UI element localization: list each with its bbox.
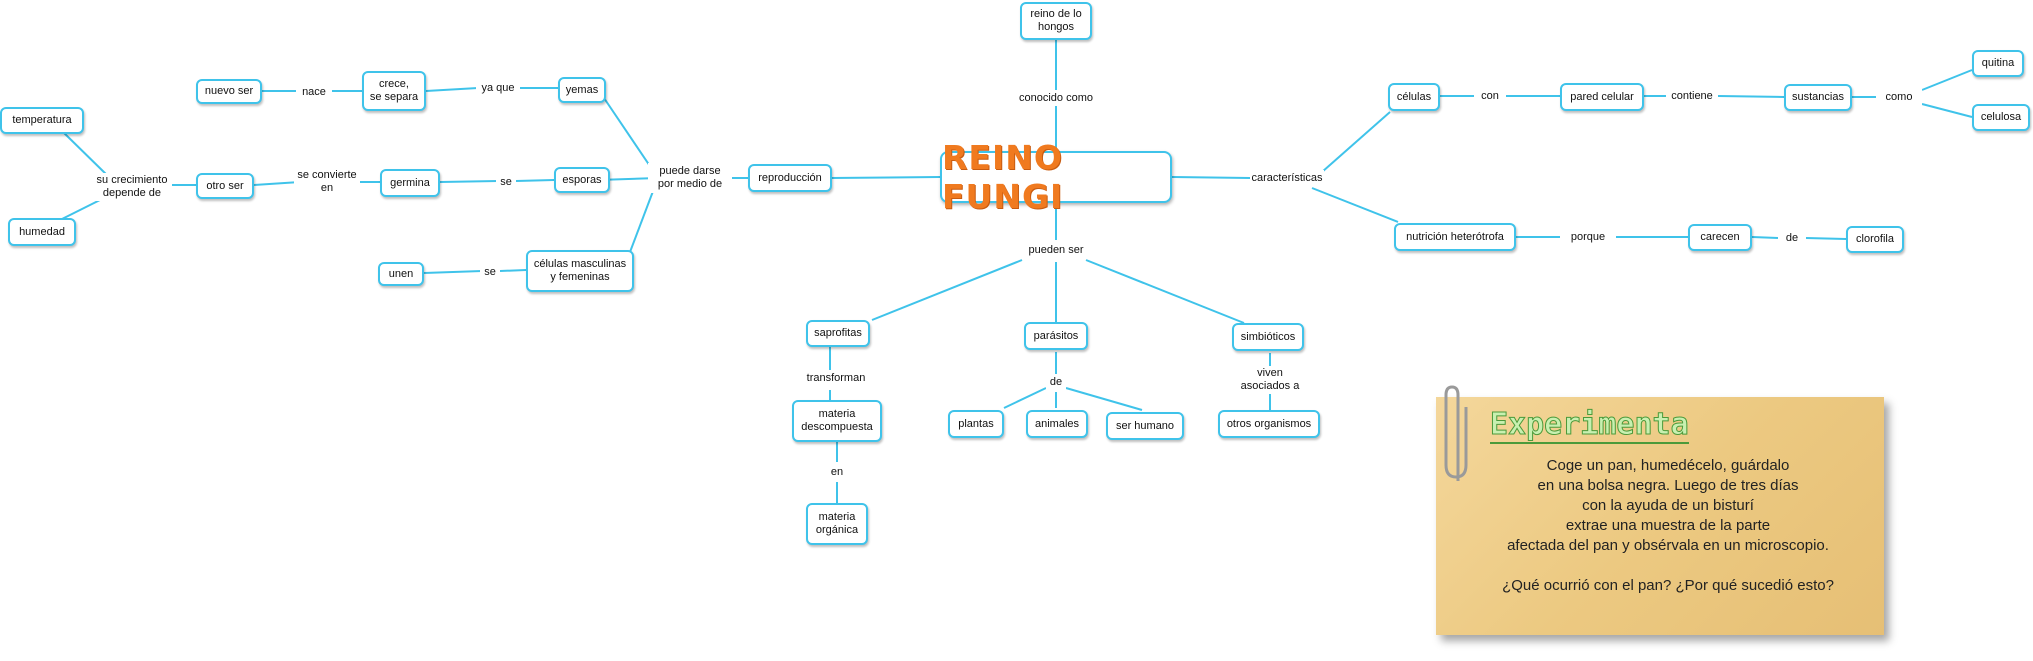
note-body: Coge un pan, humedécelo, guárdalo en una… [1476, 456, 1860, 596]
node-celulas-masculinas[interactable]: células masculinas y femeninas [526, 250, 634, 292]
link-contiene: contiene [1666, 88, 1718, 104]
node-nuevo-ser[interactable]: nuevo ser [196, 79, 262, 104]
link-nace: nace [296, 84, 332, 100]
node-simbioticos[interactable]: simbióticos [1232, 323, 1304, 351]
node-germina[interactable]: germina [380, 169, 440, 197]
link-en: en [826, 464, 848, 480]
node-sustancias[interactable]: sustancias [1784, 84, 1852, 111]
node-carecen[interactable]: carecen [1688, 224, 1752, 251]
link-transforman: transforman [800, 370, 872, 386]
link-se-1: se [496, 174, 516, 190]
node-reproduccion[interactable]: reproducción [748, 164, 832, 192]
link-como: como [1876, 89, 1922, 105]
link-se-2: se [480, 264, 500, 280]
node-celulosa[interactable]: celulosa [1972, 104, 2030, 131]
node-ser-humano[interactable]: ser humano [1106, 412, 1184, 440]
node-materia-descompuesta[interactable]: materia descompuesta [792, 400, 882, 442]
node-yemas[interactable]: yemas [558, 77, 606, 103]
node-nutricion-heterotrofa[interactable]: nutrición heterótrofa [1394, 223, 1516, 251]
link-se-convierte: se convierte en [294, 168, 360, 196]
node-pared-celular[interactable]: pared celular [1560, 83, 1644, 111]
node-plantas[interactable]: plantas [948, 410, 1004, 438]
link-de-1: de [1046, 374, 1066, 390]
link-pueden-ser: pueden ser [1020, 242, 1092, 258]
node-animales[interactable]: animales [1026, 410, 1088, 438]
node-humedad[interactable]: humedad [8, 218, 76, 246]
root-title: REINO FUNGI [942, 138, 1170, 216]
node-otro-ser[interactable]: otro ser [196, 173, 254, 199]
node-materia-organica[interactable]: materia orgánica [806, 503, 868, 545]
node-saprofitas[interactable]: saprofitas [806, 320, 870, 347]
experiment-note: Experimenta Coge un pan, humedécelo, guá… [1436, 397, 1884, 635]
node-temperatura[interactable]: temperatura [0, 107, 84, 134]
note-title: Experimenta [1490, 407, 1689, 444]
link-de-2: de [1778, 230, 1806, 246]
node-unen[interactable]: unen [378, 262, 424, 286]
link-ya-que: ya que [476, 80, 520, 96]
node-otros-organismos[interactable]: otros organismos [1218, 410, 1320, 438]
link-conocido-como: conocido como [1012, 90, 1100, 106]
node-reino-hongos[interactable]: reino de lo hongos [1020, 2, 1092, 40]
link-con: con [1474, 88, 1506, 104]
link-porque: porque [1560, 229, 1616, 245]
node-quitina[interactable]: quitina [1972, 50, 2024, 77]
root-node[interactable]: REINO FUNGI [940, 151, 1172, 203]
node-esporas[interactable]: esporas [554, 167, 610, 193]
node-parasitos[interactable]: parásitos [1024, 322, 1088, 350]
link-puede-darse: puede darse por medio de [648, 163, 732, 193]
node-celulas[interactable]: células [1388, 83, 1440, 111]
link-viven-asociados: viven asociados a [1230, 366, 1310, 394]
node-crece[interactable]: crece, se separa [362, 71, 426, 111]
node-clorofila[interactable]: clorofila [1846, 226, 1904, 253]
link-caracteristicas: características [1250, 170, 1324, 186]
link-su-crecimiento: su crecimiento depende de [92, 173, 172, 201]
paperclip-icon [1444, 385, 1472, 485]
